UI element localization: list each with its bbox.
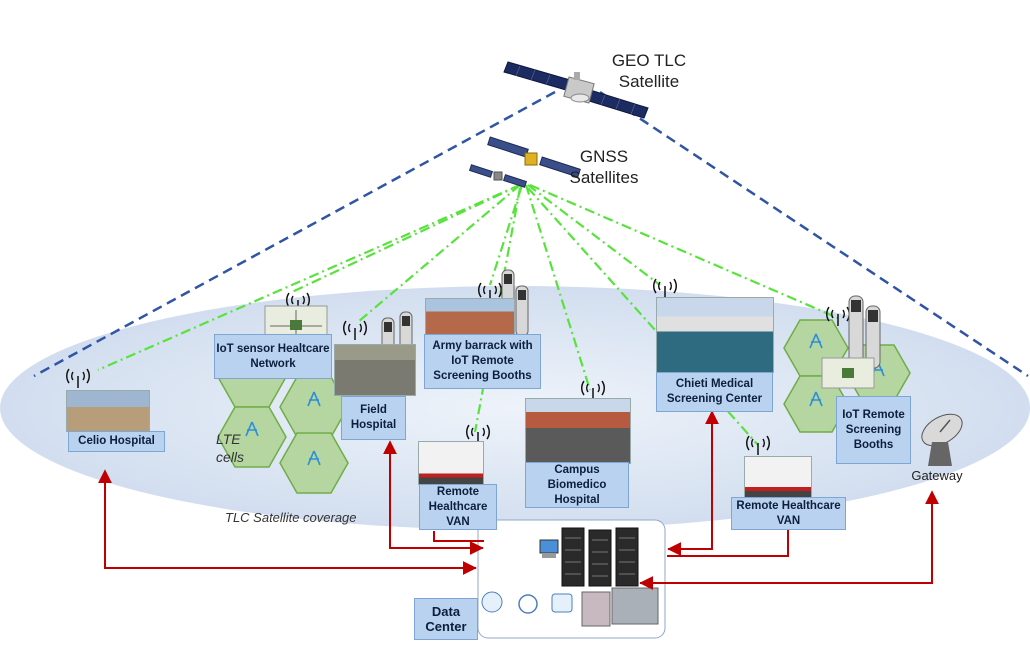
field-hospital-label: Field Hospital [341,396,406,440]
gnss-link-iot-booths [529,183,839,320]
campus-hospital-photo [525,398,631,464]
iot-screening-booths-label: IoT Remote Screening Booths [836,396,911,464]
geo-link-right [599,90,1029,378]
geo-satellite-icon [503,61,649,119]
iot-sensor-network-label: IoT sensor Healtcare Network [214,334,332,379]
coverage-label: TLC Satellite coverage [225,510,357,525]
celio-hospital-label: Celio Hospital [68,431,165,452]
lte-cells-label: LTE cells [216,431,245,465]
army-barrack-photo [425,298,515,336]
data-links [98,410,939,590]
chieti-center-label: Chieti Medical Screening Center [656,372,773,412]
ai-cloud-icons [481,587,659,627]
geo-link-left [33,90,556,378]
gnss-link-campus [524,184,592,391]
remote-van-left-label: Remote Healthcare VAN [419,484,497,530]
gnss-satellites-icon [468,136,581,188]
gnss-link-iot-sensor [291,184,521,293]
lte-tower-icons [245,333,885,466]
gateway-dish-icon [921,413,963,466]
army-barrack-label: Army barrack with IoT Remote Screening B… [424,334,541,389]
gnss-link-celio [97,183,521,372]
chieti-center-photo [656,297,774,373]
campus-biomedico-label: Campus Biomedico Hospital [525,462,629,508]
van-left-photo [418,441,484,485]
server-rack-icons [539,527,639,587]
field-hospital-photo [334,344,416,396]
gnss-link-chieti [527,184,661,286]
data-center-label: Data Center [414,598,478,640]
gateway-label: Gateway [911,468,963,483]
gnss-link-field-hospital [357,184,521,323]
geo-satellite-label: GEO TLC Satellite [611,51,687,91]
van-right-photo [744,456,812,498]
link-van-left [433,531,484,542]
celio-hospital-photo [66,390,150,432]
link-van-right [667,530,789,557]
gnss-satellites-label: GNSS Satellites [569,147,639,187]
remote-van-right-label: Remote Healthcare VAN [731,497,846,530]
gnss-link-army [488,184,524,286]
